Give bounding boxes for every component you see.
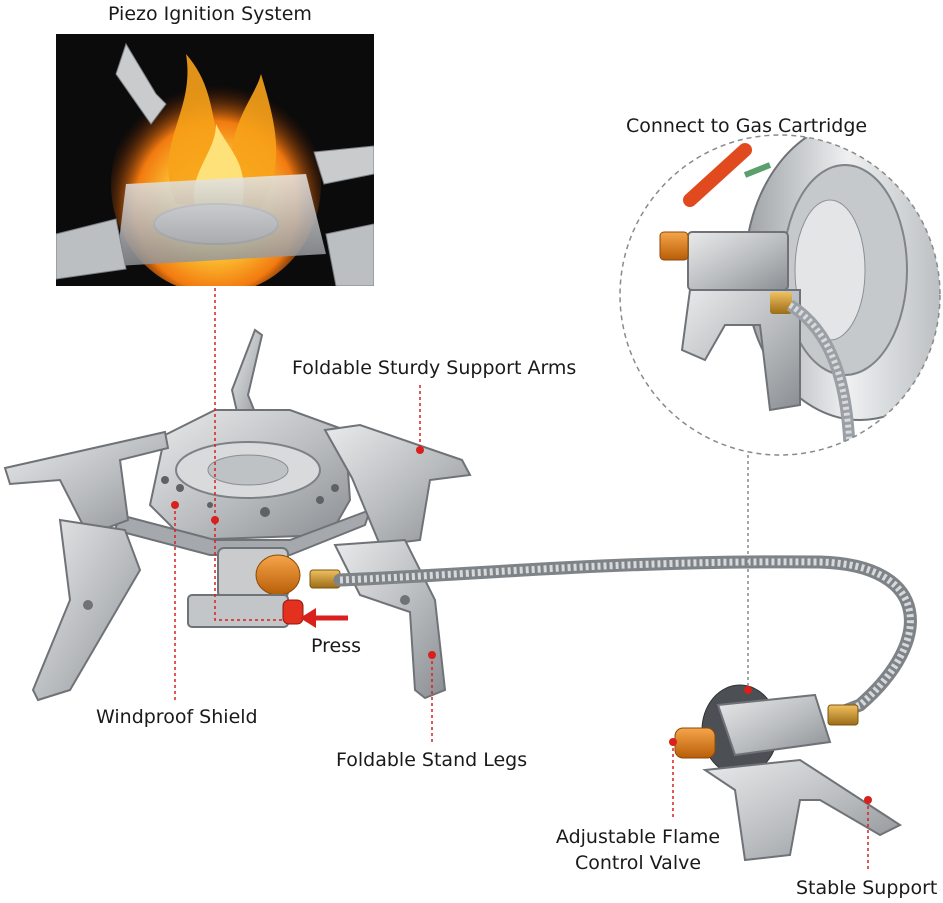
label-valve-line1: Adjustable Flame <box>555 826 721 848</box>
label-stable-support: Stable Support <box>796 877 938 899</box>
label-valve-line2: Control Valve <box>574 852 702 874</box>
stand-leg-left <box>31 518 142 702</box>
label-windproof-shield: Windproof Shield <box>96 706 258 728</box>
zoom-valve-body <box>687 231 789 291</box>
flame-photo-art <box>56 34 374 286</box>
stand-leg-right <box>333 538 447 700</box>
label-press: Press <box>311 635 362 657</box>
flame-photo-inset <box>56 34 374 286</box>
label-stand-legs: Foldable Stand Legs <box>336 749 528 771</box>
callout-dots <box>171 446 872 804</box>
arm-left-photo <box>115 42 167 125</box>
label-connect-cartridge: Connect to Gas Cartridge <box>626 115 868 137</box>
regulator-orange-ring <box>255 554 301 596</box>
zoom-circle-outline <box>619 134 941 456</box>
zoom-orange-knob <box>659 231 689 261</box>
support-arm-right <box>323 423 472 547</box>
support-arm-left <box>3 430 170 537</box>
label-support-arms: Foldable Sturdy Support Arms <box>292 357 577 379</box>
base-plate <box>113 508 372 556</box>
zoom-stable-foot <box>680 289 801 412</box>
valve-orange-knob <box>674 727 716 759</box>
stable-support-foot <box>702 758 903 862</box>
flame-tongue <box>168 54 277 209</box>
leader-piezo <box>214 288 282 621</box>
igniter-button <box>282 599 304 625</box>
igniter-body <box>187 594 289 628</box>
windshield-photo <box>116 174 326 266</box>
callout-lines <box>174 288 869 872</box>
valve-body <box>716 693 832 757</box>
gas-hose <box>333 555 917 719</box>
control-valve-assembly <box>674 684 903 862</box>
arm-lower-right-photo <box>325 223 374 286</box>
stove-body <box>3 328 472 702</box>
valve-brass-fitting <box>827 704 859 726</box>
arm-lower-left-photo <box>56 218 127 280</box>
label-piezo-ignition: Piezo Ignition System <box>108 3 312 25</box>
cartridge-zoom-inset <box>619 134 941 456</box>
press-arrow <box>300 608 348 628</box>
arm-right-photo <box>313 145 374 185</box>
